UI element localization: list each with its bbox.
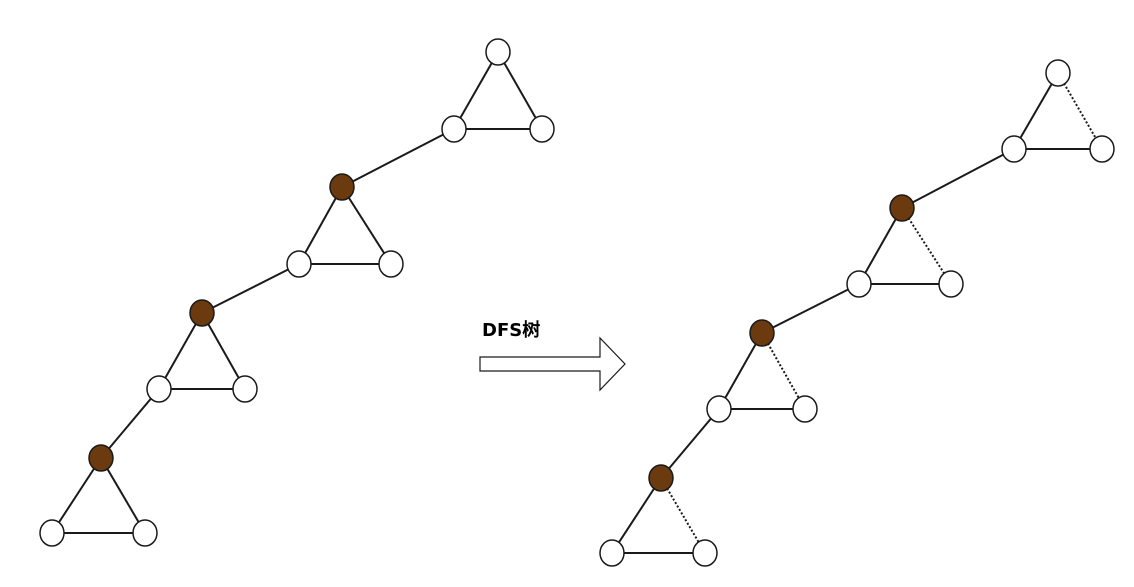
right-arrow-icon bbox=[479, 336, 626, 392]
node-c1 bbox=[706, 395, 732, 423]
edge-b1-c0 bbox=[761, 283, 860, 334]
arrow-label: DFS树 bbox=[482, 319, 540, 341]
node-d2 bbox=[132, 519, 158, 547]
node-d1 bbox=[599, 539, 625, 567]
node-a2 bbox=[529, 115, 555, 143]
node-a2 bbox=[1089, 135, 1115, 163]
dotted-edge-a0-a2 bbox=[1057, 72, 1103, 150]
edge-b0-b1 bbox=[298, 186, 343, 265]
edge-c1-d0 bbox=[660, 408, 720, 479]
node-a1 bbox=[1001, 135, 1027, 163]
node-a0 bbox=[485, 38, 511, 66]
edge-a0-a1 bbox=[1013, 72, 1059, 150]
dfs-tree-graph bbox=[599, 59, 1115, 567]
edge-d0-d1 bbox=[51, 457, 102, 534]
highlighted-node-b0 bbox=[889, 194, 915, 222]
node-c2 bbox=[232, 375, 258, 403]
node-b1 bbox=[846, 270, 872, 298]
dfs-transform-arrow: DFS树 bbox=[479, 319, 626, 392]
node-a0 bbox=[1045, 59, 1071, 87]
edge-c0-c1 bbox=[158, 312, 203, 390]
edge-b0-b2 bbox=[341, 186, 392, 265]
node-a1 bbox=[441, 115, 467, 143]
edge-b0-b1 bbox=[858, 207, 903, 285]
edge-c0-c2 bbox=[201, 312, 246, 390]
node-b2 bbox=[378, 250, 404, 278]
dotted-edge-d0-d2 bbox=[660, 477, 706, 554]
edge-a0-a1 bbox=[453, 51, 499, 130]
node-c1 bbox=[146, 375, 172, 403]
edge-b1-c0 bbox=[201, 263, 300, 314]
dotted-edge-b0-b2 bbox=[901, 207, 952, 285]
highlighted-node-d0 bbox=[648, 464, 674, 492]
edge-c1-d0 bbox=[100, 388, 160, 459]
highlighted-node-c0 bbox=[749, 319, 775, 347]
edge-a0-a2 bbox=[497, 51, 543, 130]
node-c2 bbox=[792, 395, 818, 423]
node-d2 bbox=[692, 539, 718, 567]
node-b2 bbox=[938, 270, 964, 298]
original-graph bbox=[39, 38, 555, 547]
edge-d0-d2 bbox=[100, 457, 146, 534]
highlighted-node-c0 bbox=[189, 299, 215, 327]
highlighted-node-d0 bbox=[88, 444, 114, 472]
edge-d0-d1 bbox=[611, 477, 662, 554]
edge-a1-b0 bbox=[901, 148, 1015, 209]
edge-a1-b0 bbox=[341, 128, 455, 188]
dotted-edge-c0-c2 bbox=[761, 332, 806, 410]
node-b1 bbox=[286, 250, 312, 278]
highlighted-node-b0 bbox=[329, 173, 355, 201]
edge-c0-c1 bbox=[718, 332, 763, 410]
node-d1 bbox=[39, 519, 65, 547]
